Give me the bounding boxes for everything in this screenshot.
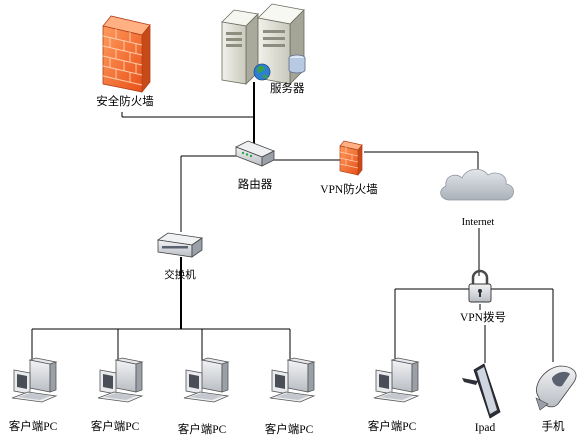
client-pc-1: 客户端PC	[9, 357, 58, 433]
desktop-pc-icon	[269, 357, 315, 403]
internet-cloud: Internet	[440, 168, 514, 228]
security-firewall: 安全防火墙	[96, 15, 154, 108]
switch-label: 交换机	[164, 268, 196, 281]
brick-firewall-icon	[102, 15, 151, 94]
client-pc-label: 客户端PC	[9, 419, 58, 433]
mobile-phone-icon	[535, 365, 577, 411]
client-pc-label: 客户端PC	[368, 419, 417, 433]
client-pc-3: 客户端PC	[178, 357, 229, 436]
internet-label: Internet	[462, 217, 495, 228]
desktop-pc-icon	[183, 357, 229, 403]
brick-firewall-icon	[339, 140, 363, 176]
desktop-pc-icon	[97, 357, 143, 403]
router: 路由器	[235, 140, 275, 191]
server: 服务器	[221, 3, 306, 95]
client-pc-label: 客户端PC	[178, 422, 227, 436]
ipad: Ipad	[462, 363, 501, 434]
client-pc-4: 客户端PC	[265, 357, 315, 436]
router-icon	[235, 140, 275, 167]
server-label: 服务器	[270, 81, 305, 95]
server-tower-icon	[221, 3, 306, 85]
desktop-pc-icon	[373, 357, 419, 403]
padlock-icon	[468, 269, 492, 303]
router-label: 路由器	[238, 177, 273, 191]
phone-label: 手机	[542, 419, 565, 433]
vpn-firewall: VPN防火墙	[320, 140, 378, 196]
desktop-pc-icon	[11, 357, 57, 403]
firewall-label: 安全防火墙	[96, 94, 154, 108]
vpn-dial-label: VPN拨号	[460, 310, 506, 324]
client-pc-label: 客户端PC	[91, 419, 140, 433]
ipad-label: Ipad	[475, 422, 496, 434]
phone: 手机	[535, 365, 577, 433]
vpn-dial: VPN拨号	[460, 269, 506, 324]
client-pc-label: 客户端PC	[265, 422, 314, 436]
tablet-icon	[462, 363, 501, 419]
vpn-firewall-label: VPN防火墙	[320, 182, 378, 196]
switch-icon	[156, 232, 204, 258]
client-pc-5: 客户端PC	[368, 357, 419, 433]
cloud-icon	[440, 168, 514, 201]
switch: 交换机	[156, 232, 204, 281]
client-pc-2: 客户端PC	[91, 357, 143, 433]
